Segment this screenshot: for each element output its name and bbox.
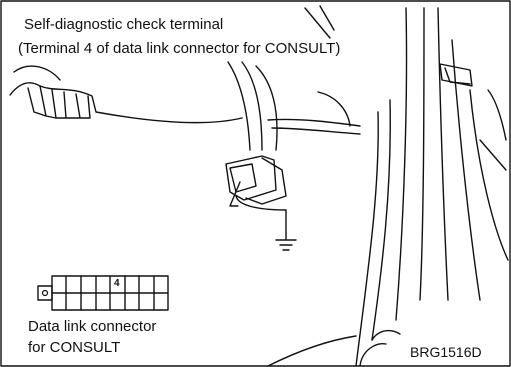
- connector-diagram-hole: [41, 289, 49, 297]
- column-base-curve: [359, 329, 401, 367]
- ground-symbol: [275, 239, 297, 251]
- connector-diagram-tab: [37, 285, 53, 301]
- terminal-label-line2: (Terminal 4 of data link connector for C…: [18, 40, 341, 57]
- column-line-5: [437, 7, 449, 301]
- right-detail: [479, 89, 507, 171]
- wiring-harness: [227, 61, 278, 151]
- pin-number-label: 4: [114, 278, 120, 289]
- data-link-connector-body: [225, 155, 277, 201]
- probe-lead: [229, 181, 241, 207]
- column-line-2: [371, 99, 391, 341]
- connector-face: [229, 163, 257, 193]
- connector-diagram-grid: [51, 275, 169, 311]
- dashboard-clips: [27, 85, 91, 119]
- connector-label-line2: for CONSULT: [28, 339, 121, 356]
- column-bracket: [439, 63, 473, 87]
- column-line-6: [451, 39, 481, 301]
- figure-code: BRG1516D: [410, 344, 482, 360]
- connector-clip: [245, 157, 287, 205]
- wire-hook: [317, 91, 351, 127]
- dashboard-panel-outline: [9, 82, 243, 124]
- harness-branch: [267, 118, 361, 135]
- floor-line: [267, 335, 357, 367]
- ground-wire: [235, 195, 287, 241]
- terminal-label-line1: Self-diagnostic check terminal: [24, 16, 224, 33]
- column-line-4: [419, 7, 425, 301]
- column-line-1: [355, 111, 379, 367]
- column-line-7: [469, 89, 509, 261]
- column-line-3: [395, 7, 408, 321]
- dashboard-upper-edge: [13, 65, 61, 81]
- connector-label-line1: Data link connector: [28, 318, 157, 335]
